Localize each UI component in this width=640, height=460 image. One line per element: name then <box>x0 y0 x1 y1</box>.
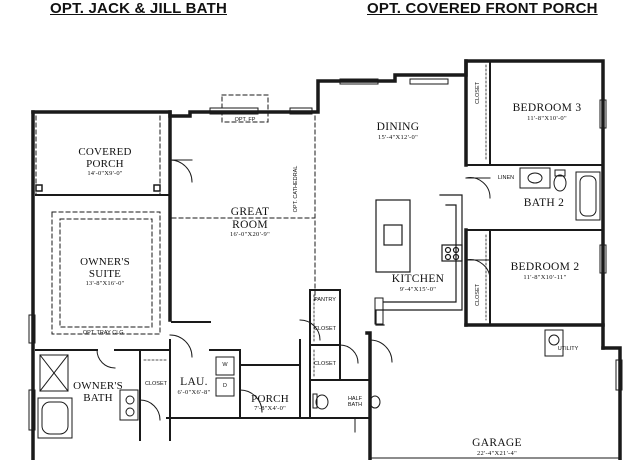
closet-shelves <box>143 64 487 377</box>
laundry-dims: 6'-0"X6'-8" <box>177 388 211 396</box>
half-bath-name-1: HALF <box>347 396 363 402</box>
optional-dashed-lines <box>35 94 316 335</box>
tray-ceiling-note: OPT. TRAY CLG. <box>82 330 126 336</box>
bedroom2-label: BEDROOM 2 11'-8"X10'-11" <box>511 261 580 281</box>
owners-bath-name-1: OWNER'S <box>73 380 123 392</box>
great-room-dims: 16'-0"X20'-9" <box>229 231 271 239</box>
closet-label-bed2: CLOSET <box>474 284 481 307</box>
opt-cathedral-label: OPT. CATHEDRAL <box>292 165 299 213</box>
owners-suite-label: OWNER'S SUITE 13'-8"X16'-0" <box>80 256 130 287</box>
interior-walls <box>35 60 604 441</box>
pantry-label: PANTRY <box>314 297 336 303</box>
garage-name: GARAGE <box>472 437 522 449</box>
great-room-name-2: ROOM <box>232 218 268 231</box>
opt-fp-label: OPT. FP <box>234 117 256 123</box>
porch-label: PORCH 7'-8"X4'-0" <box>251 393 289 412</box>
half-bath-label: HALF BATH <box>348 396 362 408</box>
laundry-label: LAU. 6'-0"X6'-8" <box>178 376 211 396</box>
covered-porch-name-1: COVERED <box>78 146 132 158</box>
closet-label-pantry: CLOSET <box>313 326 337 332</box>
bedroom2-dims: 11'-8"X10'-11" <box>523 273 567 281</box>
garage-label: GARAGE 22'-4"X21'-4" <box>472 437 522 457</box>
laundry-name: LAU. <box>180 376 208 388</box>
porch-name: PORCH <box>251 393 289 405</box>
laundry-appliances <box>215 356 235 397</box>
closet-label-bath: CLOSET <box>144 381 168 387</box>
dining-dims: 15'-4"X12'-0" <box>377 133 419 141</box>
washer-label: W <box>222 362 228 368</box>
kitchen-counters <box>375 194 463 326</box>
closet-label-hall: CLOSET <box>313 361 337 367</box>
porch-posts <box>35 184 161 192</box>
kitchen-dims: 9'-4"X15'-0" <box>399 285 437 293</box>
half-bath-name-2: BATH <box>347 402 363 409</box>
covered-porch-name-2: PORCH <box>86 158 124 171</box>
windows <box>28 78 623 431</box>
bedroom3-dims: 11'-8"X10'-0" <box>527 114 567 122</box>
covered-porch-label: COVERED PORCH 14'-0"X9'-0" <box>78 146 131 177</box>
porch-dims: 7'-8"X4'-0" <box>254 405 286 413</box>
kitchen-label: KITCHEN 9'-4"X15'-0" <box>392 273 445 293</box>
linen-label: LINEN <box>497 175 515 181</box>
dining-label: DINING 15'-4"X12'-0" <box>377 121 420 141</box>
owners-bath-name-2: BATH <box>83 392 113 405</box>
closet-label-bed3: CLOSET <box>474 82 481 105</box>
header-left: OPT. JACK & JILL BATH <box>50 0 227 17</box>
owners-suite-name-1: OWNER'S <box>80 256 130 268</box>
covered-porch-dims: 14'-0"X9'-0" <box>87 170 123 178</box>
kitchen-name: KITCHEN <box>391 273 445 285</box>
owners-suite-name-2: SUITE <box>88 268 122 281</box>
great-room-name-1: GREAT <box>230 206 270 218</box>
owners-suite-dims: 13'-8"X16'-0" <box>85 280 125 288</box>
bedroom3-label: BEDROOM 3 11'-8"X10'-0" <box>513 102 582 122</box>
owners-bath-label: OWNER'S BATH <box>73 380 123 404</box>
header-right: OPT. COVERED FRONT PORCH <box>367 0 598 17</box>
bath2-label: BATH 2 <box>523 197 565 209</box>
bedroom3-name: BEDROOM 3 <box>512 102 582 114</box>
bedroom2-name: BEDROOM 2 <box>510 261 580 273</box>
door-swings <box>96 159 491 421</box>
dining-name: DINING <box>376 121 420 133</box>
dryer-label: D <box>223 383 227 389</box>
utility-label: UTILITY <box>557 346 579 352</box>
steps <box>354 297 384 433</box>
garage-dims: 22'-4"X21'-4" <box>476 449 518 457</box>
bath-fixtures <box>37 167 601 439</box>
great-room-label: GREAT ROOM 16'-0"X20'-9" <box>230 206 270 238</box>
